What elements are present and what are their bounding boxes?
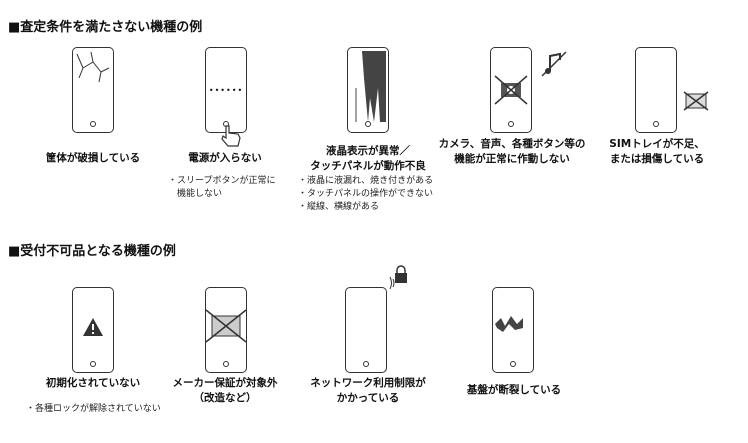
crossed-board-phone-icon <box>205 287 247 373</box>
note-locks: ・各種ロックが解除されていない <box>26 404 161 414</box>
label-function-failure: カメラ、音声、各種ボタン等の機能が正常に作動しない <box>438 138 586 165</box>
label-no-power: 電源が入らない <box>188 152 262 164</box>
label-screen-abnormal: 液晶表示が異常／タッチパネルが動作不良 <box>310 145 426 172</box>
label-board-broken: 基盤が断裂している <box>466 384 562 396</box>
cracked-phone-icon <box>72 47 114 133</box>
label-network-restricted: ネットワーク利用制限がかかっている <box>310 377 426 404</box>
note-screen: ・液晶に液漏れ、焼き付きがある・タッチパネルの操作ができない・縦線、横線がある <box>298 176 434 212</box>
sim-tray-crossed-icon <box>683 91 709 111</box>
label-warranty-excluded: メーカー保証が対象外（改造など） <box>172 377 278 404</box>
lock-signal-icon <box>389 265 407 290</box>
broken-screen-phone-icon <box>347 47 389 133</box>
broken-board-phone-icon <box>492 287 534 373</box>
warning-phone-icon <box>72 287 114 373</box>
section-title-rejected: ■受付不可品となる機種の例 <box>8 244 176 259</box>
section-title-assessment: ■査定条件を満たさない機種の例 <box>8 20 203 35</box>
label-sim-tray: SIMトレイが不足、または損傷している <box>609 138 705 165</box>
hand-tap-icon <box>221 125 241 147</box>
music-note-crossed-icon <box>541 51 567 77</box>
network-limited-phone-icon <box>345 287 387 373</box>
note-no-power: ・スリープボタンが正常に 機能しない <box>168 176 276 199</box>
sim-tray-phone-icon <box>635 47 677 133</box>
power-off-phone-icon: •••••• <box>205 47 247 133</box>
label-not-initialized: 初期化されていない <box>45 377 141 389</box>
label-case-damaged: 筐体が破損している <box>45 152 141 164</box>
camera-sound-crossed-phone-icon <box>490 47 532 133</box>
